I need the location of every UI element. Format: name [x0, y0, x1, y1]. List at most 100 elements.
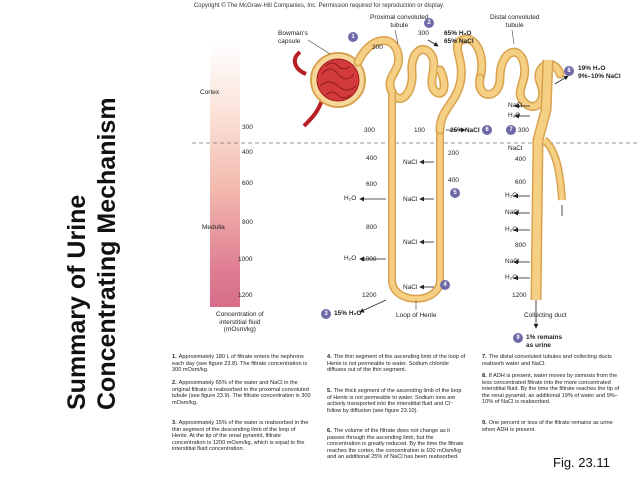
label-urine-line-2: as urine	[526, 341, 551, 349]
note-4-number: 4.	[327, 354, 332, 360]
scale-800: 800	[242, 219, 253, 226]
label-h2o-1: H₂O	[344, 195, 357, 202]
note-1: 1.Approximately 180 L of filtrate enters…	[172, 354, 312, 374]
note-2: 2.Approximately 65% of the water and NaC…	[172, 380, 312, 406]
step-badge-2: 2	[424, 18, 434, 28]
dct-label-line-2: tubule	[505, 21, 524, 29]
loop-of-henle-label: Loop of Henle	[396, 312, 437, 319]
label-nacl-cd-3: NaCl	[505, 258, 520, 265]
scale-1200: 1200	[238, 292, 253, 299]
label-400-descending: 400	[366, 155, 377, 162]
note-8-number: 8.	[482, 373, 487, 379]
proximal-convoluted-tubule	[355, 37, 448, 102]
bowmans-capsule-label-line-1: Bowman's	[278, 30, 308, 37]
label-800-descending: 800	[366, 224, 377, 231]
label-nacl-2: NaCl	[403, 196, 418, 203]
pct-label-line-1: Proximal convoluted	[370, 14, 429, 21]
step-badge-5: 5	[450, 188, 460, 198]
collecting-duct	[532, 59, 552, 301]
label-nacl-dct: NaCl	[508, 102, 523, 109]
note-9-text: One percent or less of the filtrate rema…	[482, 420, 613, 433]
note-2-text: Approximately 65% of the water and NaCl …	[172, 380, 311, 406]
step-badge-8: 8	[564, 66, 574, 76]
note-7-number: 7.	[482, 354, 487, 360]
note-5-text: The thick segment of the ascending limb …	[327, 388, 462, 414]
label-300-collecting: 300	[518, 127, 529, 134]
note-1-number: 1.	[172, 354, 177, 360]
note-9: 9.One percent or less of the filtrate re…	[482, 420, 622, 433]
label-nacl-4: NaCl	[403, 284, 418, 291]
label-300-loop: 300	[364, 127, 375, 134]
step-badge-7: 7	[506, 125, 516, 135]
note-9-number: 9.	[482, 420, 487, 426]
label-9-10-nacl: 9%–10% NaCl	[578, 73, 621, 80]
label-nacl-cd-2: NaCl	[505, 209, 520, 216]
label-19-h2o: 19% H₂O	[578, 65, 606, 72]
scale-400: 400	[242, 149, 253, 156]
dct-label: Distal convoluted tubule	[490, 14, 540, 29]
note-6: 6.The volume of the filtrate does not ch…	[327, 428, 467, 461]
label-h2o-dct: H₂O	[508, 112, 521, 119]
label-65-h2o: 65% H₂O	[444, 30, 472, 37]
label-nacl-3: NaCl	[403, 239, 418, 246]
note-6-text: The volume of the filtrate does not chan…	[327, 428, 464, 461]
note-2-number: 2.	[172, 380, 177, 386]
label-1200-loop: 1200	[362, 292, 377, 299]
step-badge-9: 9	[513, 333, 523, 343]
note-6-number: 6.	[327, 428, 332, 434]
figure-label: Fig. 23.11	[553, 455, 610, 470]
note-8: 8.If ADH is present, water moves by osmo…	[482, 373, 622, 406]
note-4-text: The thin segment of the ascending limb o…	[327, 354, 466, 374]
cortex-label: Cortex	[200, 89, 220, 96]
interstitial-gradient-bar	[210, 45, 240, 307]
note-5: 5.The thick segment of the ascending lim…	[327, 388, 467, 414]
label-300-glomerulus: 300	[372, 44, 383, 51]
step-badge-4: 4	[440, 280, 450, 290]
copyright-notice: Copyright © The McGraw-Hill Companies, I…	[193, 3, 445, 9]
scale-1000: 1000	[238, 256, 253, 263]
label-nacl-1: NaCl	[403, 159, 418, 166]
note-7-text: The distal convoluted tubules and collec…	[482, 354, 612, 367]
label-urine-line-1: 1% remains	[526, 334, 563, 341]
step-badge-1: 1	[348, 32, 358, 42]
scale-600: 600	[242, 180, 253, 187]
note-1-text: Approximately 180 L of filtrate enters t…	[172, 354, 308, 374]
label-65-nacl: 65% NaCl	[444, 38, 474, 45]
label-400-collecting: 400	[515, 156, 526, 163]
note-8-text: If ADH is present, water moves by osmosi…	[482, 373, 620, 406]
distal-convoluted-tubule	[476, 49, 563, 110]
efferent-arteriole	[292, 50, 307, 76]
scale-caption-line-3: (mOsm/kg)	[223, 326, 256, 333]
scale-caption-line-1: Concentration of	[216, 311, 264, 318]
bowmans-capsule-label: Bowman's capsule	[278, 30, 308, 45]
scale-caption-line-2: interstitial fluid	[219, 318, 261, 326]
label-1000-descending: 1000	[362, 256, 377, 263]
bowmans-capsule-label-line-2: capsule	[278, 37, 301, 45]
note-4: 4.The thin segment of the ascending limb…	[327, 354, 467, 374]
note-3-text: Approximately 15% of the water is reabso…	[172, 420, 309, 453]
label-800-collecting: 800	[515, 242, 526, 249]
label-600-descending: 600	[366, 181, 377, 188]
label-h2o-cd-3: H₂O	[505, 274, 518, 281]
dct-label-line-1: Distal convoluted	[490, 14, 540, 21]
label-urine: 1% remains as urine	[526, 334, 562, 349]
note-7: 7.The distal convoluted tubules and coll…	[482, 354, 622, 367]
pct-label: Proximal convoluted tubule	[370, 14, 429, 29]
label-h2o-2: H₂O	[344, 255, 357, 262]
afferent-arteriole	[302, 99, 324, 128]
label-nacl-cd-1: NaCl	[508, 145, 523, 152]
collecting-duct-label: Collecting duct	[524, 312, 567, 319]
medulla-label: Medulla	[202, 224, 225, 231]
ascending-limb	[389, 130, 443, 302]
step-badge-3: 3	[321, 309, 331, 319]
label-600-collecting: 600	[515, 179, 526, 186]
step-badge-6: 6	[482, 125, 492, 135]
scale-caption: Concentration of interstitial fluid (mOs…	[216, 311, 264, 334]
note-5-number: 5.	[327, 388, 332, 394]
pct-label-line-2: tubule	[390, 21, 409, 29]
scale-300: 300	[242, 124, 253, 131]
note-3: 3.Approximately 15% of the water is reab…	[172, 420, 312, 453]
label-25-nacl: 25% NaCl	[450, 127, 480, 134]
label-100: 100	[414, 127, 425, 134]
